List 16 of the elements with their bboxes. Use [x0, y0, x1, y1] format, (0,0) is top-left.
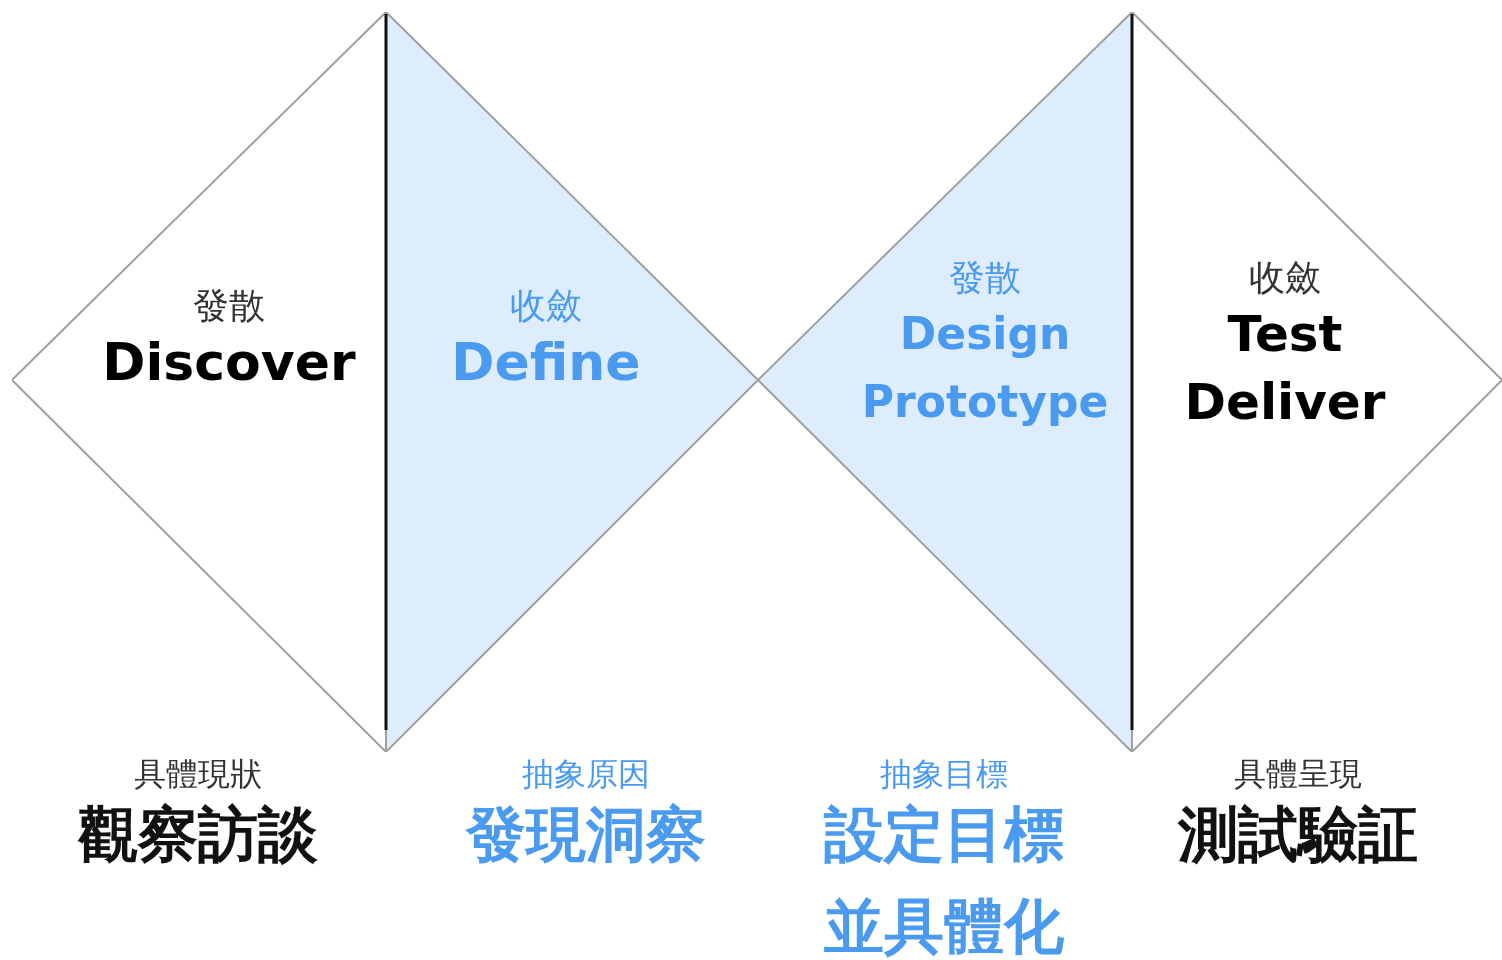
- phase-word: 發散: [192, 284, 266, 328]
- caption-text: 發現洞察: [464, 798, 707, 871]
- caption-heading: 抽象目標: [879, 754, 1009, 794]
- phase-title: Test Deliver: [1183, 304, 1387, 433]
- caption-text: 測試驗証: [1177, 798, 1419, 871]
- phase-word: 收斂: [1248, 256, 1322, 300]
- caption-heading: 抽象原因: [521, 754, 651, 794]
- caption-heading: 具體現狀: [133, 754, 263, 794]
- caption-text: 觀察訪談: [76, 798, 319, 871]
- phase-word: 收斂: [509, 284, 583, 328]
- caption-text: 設定目標並具體化: [822, 798, 1065, 960]
- caption-heading: 具體呈現: [1233, 754, 1363, 794]
- phase-title: Design Prototype: [860, 307, 1110, 429]
- phase-title: Discover: [101, 331, 357, 394]
- phase-word: 發散: [948, 256, 1022, 300]
- phase-title: Define: [450, 331, 642, 394]
